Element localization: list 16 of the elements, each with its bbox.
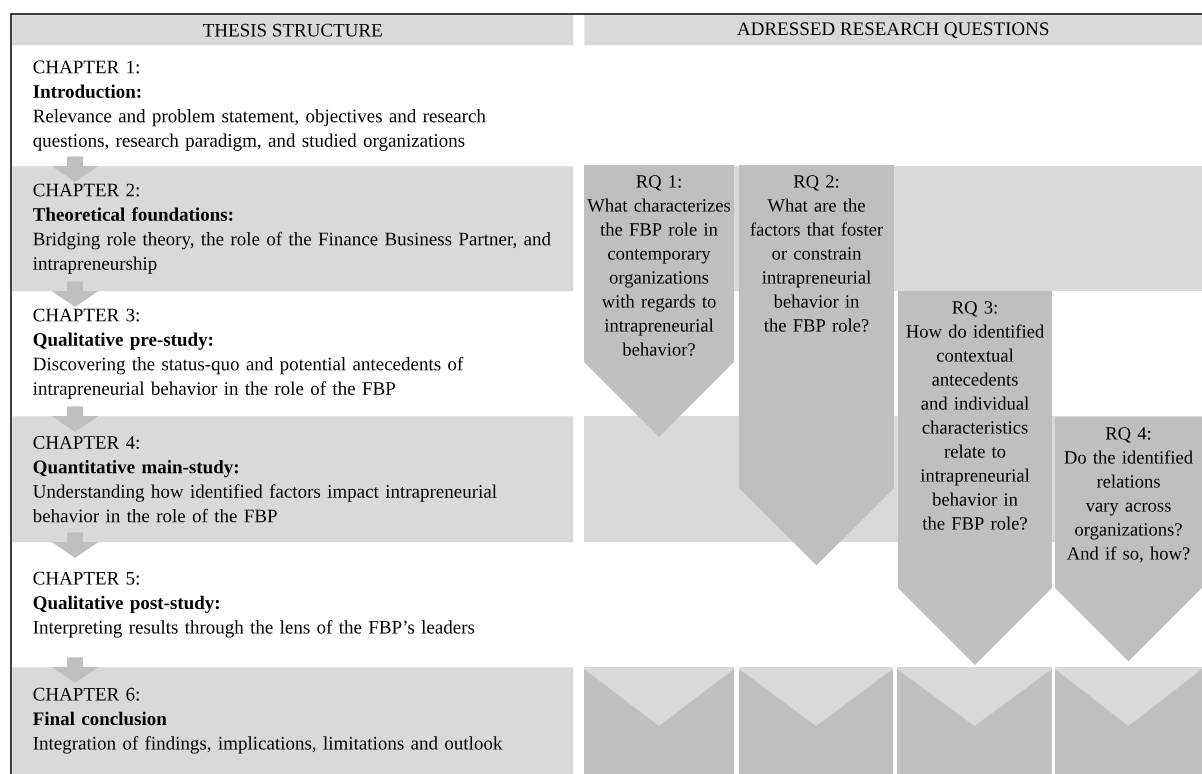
- chapter-row: CHAPTER 1: Introduction: Relevance and problem statement, objectives and research questions, research paradigm, and studied organizations: [33, 60, 486, 151]
- header-band: THESIS STRUCTURE: [12, 15, 574, 46]
- chapter-row: CHAPTER 6: Final conclusion Integration of findings, implications, limitations and outlook: [12, 667, 574, 774]
- header-band: ADRESSED RESEARCH QUESTIONS: [584, 15, 1202, 46]
- chapter-row: CHAPTER 4: Quantitative main-study: Understanding how identified factors impact intrapreneurial behavior in the role of the FBP: [12, 416, 574, 543]
- chevron-shape: [897, 667, 1052, 774]
- chevron-shape: [739, 667, 893, 774]
- chevron-shape: [584, 667, 734, 774]
- chapter-row: CHAPTER 3: Qualitative pre-study: Discovering the status-quo and potential antecedents of intrapreneurial behavior in the role of the FBP: [33, 308, 464, 399]
- chapter-row: CHAPTER 5: Qualitative post-study: Interpreting results through the lens of the FBP’s leaders: [33, 571, 475, 638]
- chapter-row: CHAPTER 2: Theoretical foundations: Bridging role theory, the role of the Finance Business Partner, and intrapreneurship: [12, 166, 574, 292]
- question-banner: RQ 3: How do identified contextual antecedents and individual characteristics relate to intrapreneurial behavior in the FBP role?: [898, 291, 1052, 665]
- question-banner: RQ 2: What are the factors that foster or constrain intrapreneurial behavior in the FBP role?: [739, 165, 894, 566]
- chevron-shape: [1055, 667, 1202, 774]
- question-banner: RQ 4: Do the identified relations vary across organizations? And if so, how?: [1055, 417, 1202, 662]
- question-banner: RQ 1: What characterizes the FBP role in contemporary organizations with regards to intrapreneurial behavior?: [584, 165, 734, 437]
